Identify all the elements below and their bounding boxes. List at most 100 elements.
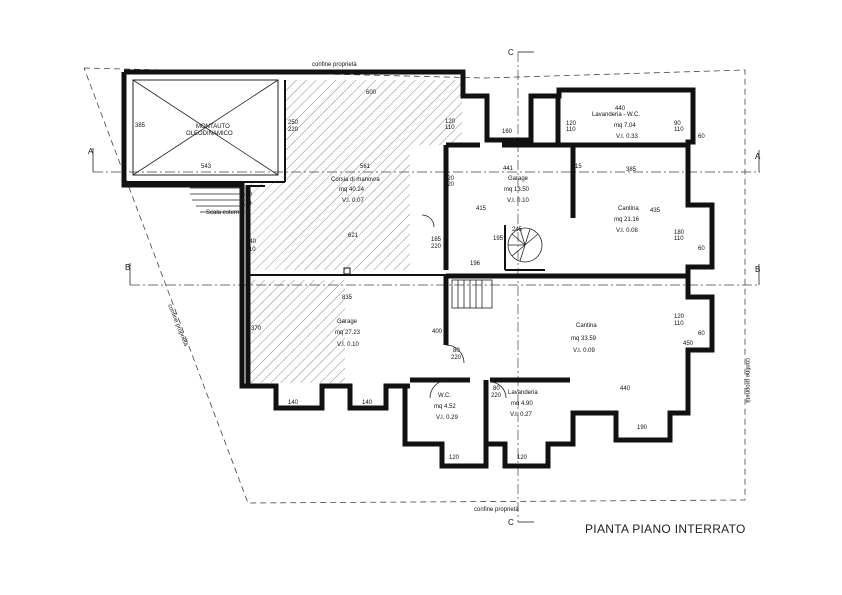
- section-c-bottom: C: [508, 518, 514, 527]
- boundary-label-bottom: confine proprietà: [474, 507, 519, 513]
- svg-text:110: 110: [674, 236, 684, 242]
- room-cantina-top: Cantina mq 21.16 V.I. 0.08: [614, 206, 640, 234]
- svg-text:110: 110: [674, 321, 684, 327]
- room-scala-esterna: Scala esterna: [206, 210, 243, 216]
- svg-text:220: 220: [451, 355, 462, 361]
- svg-text:440: 440: [615, 106, 626, 112]
- room-montauto: MONTAUTO OLEODINAMICO: [186, 124, 233, 137]
- room-lavanderia: Lavanderia mq 4.90 V.I. 0.27: [508, 390, 538, 418]
- svg-text:220: 220: [444, 176, 455, 182]
- stair-spiral: [507, 227, 543, 263]
- svg-text:Corsia di manovra: Corsia di manovra: [331, 177, 380, 183]
- room-corsia-di-manovra: Corsia di manovra mq 40.24 V.I. 0.07: [331, 177, 380, 204]
- section-b-right: B: [755, 265, 760, 274]
- svg-text:V.I. 0.33: V.I. 0.33: [616, 134, 638, 140]
- svg-text:120: 120: [674, 314, 685, 320]
- outer-walls: [121, 69, 715, 469]
- svg-text:60: 60: [698, 246, 705, 252]
- svg-text:110: 110: [242, 201, 252, 207]
- inner-walls: [124, 80, 690, 444]
- svg-text:110: 110: [566, 127, 576, 133]
- svg-text:220: 220: [288, 127, 299, 133]
- svg-text:185: 185: [431, 237, 442, 243]
- svg-text:mq 7.04: mq 7.04: [614, 123, 636, 129]
- svg-text:561: 561: [360, 164, 371, 170]
- svg-text:196: 196: [470, 261, 481, 267]
- svg-text:120: 120: [449, 455, 460, 461]
- room-garage-bottom: Garage mq 27.23 V.I. 0.10: [335, 319, 361, 348]
- svg-text:15: 15: [575, 164, 582, 170]
- svg-text:220: 220: [491, 393, 502, 399]
- hatched-areas: [248, 80, 462, 383]
- svg-text:OLEODINAMICO: OLEODINAMICO: [186, 131, 233, 137]
- svg-text:543: 543: [201, 164, 212, 170]
- svg-text:450: 450: [683, 341, 694, 347]
- svg-text:Cantina: Cantina: [576, 323, 597, 329]
- svg-text:435: 435: [650, 208, 661, 214]
- svg-text:120: 120: [445, 119, 456, 125]
- svg-text:mq 27.23: mq 27.23: [335, 330, 361, 336]
- svg-text:MONTAUTO: MONTAUTO: [196, 124, 230, 130]
- svg-text:90: 90: [674, 121, 681, 127]
- svg-text:Lavanderia: Lavanderia: [508, 390, 538, 396]
- room-cantina-bottom: Cantina mq 33.59 V.I. 0.09: [571, 323, 597, 354]
- svg-text:120: 120: [566, 121, 577, 127]
- section-b-left: B: [125, 263, 130, 272]
- svg-text:250: 250: [288, 120, 299, 126]
- svg-text:V.I. 0.09: V.I. 0.09: [573, 348, 595, 354]
- svg-text:60: 60: [698, 331, 705, 337]
- svg-text:mq 33.59: mq 33.59: [571, 336, 597, 342]
- svg-text:835: 835: [342, 295, 353, 301]
- svg-text:Garage: Garage: [337, 319, 358, 325]
- svg-text:mq 40.24: mq 40.24: [339, 187, 365, 193]
- svg-text:190: 190: [637, 425, 648, 431]
- svg-text:60: 60: [698, 134, 705, 140]
- svg-text:80: 80: [493, 386, 500, 392]
- svg-text:V.I. 0.29: V.I. 0.29: [436, 415, 458, 421]
- pillar: [343, 267, 351, 275]
- svg-text:370: 370: [251, 326, 262, 332]
- dimension-labels: 600 543 561 621 835 440 440 385 441 196 …: [135, 90, 705, 461]
- svg-text:140: 140: [288, 400, 299, 406]
- plan-title: PIANTA PIANO INTERRATO: [585, 522, 746, 536]
- room-lavanderia-wc: Lavanderia - W.C. mq 7.04 V.I. 0.33: [592, 112, 640, 140]
- svg-text:621: 621: [348, 233, 359, 239]
- room-garage-top: Garage mq 13.50 V.I. 0.10: [504, 176, 530, 204]
- stair-internal: [451, 279, 493, 309]
- svg-text:441: 441: [503, 166, 514, 172]
- svg-text:W.C.: W.C.: [438, 393, 451, 399]
- svg-text:140: 140: [246, 239, 257, 245]
- svg-text:195: 195: [493, 236, 504, 242]
- svg-text:V.I. 0.07: V.I. 0.07: [342, 198, 364, 204]
- svg-text:385: 385: [626, 167, 637, 173]
- svg-text:160: 160: [502, 129, 513, 135]
- svg-text:600: 600: [366, 90, 377, 96]
- svg-text:Garage: Garage: [508, 176, 529, 182]
- svg-text:220: 220: [444, 182, 455, 188]
- svg-text:245: 245: [512, 227, 523, 233]
- svg-text:mq 21.16: mq 21.16: [614, 217, 640, 223]
- svg-text:mq 4.52: mq 4.52: [434, 404, 456, 410]
- svg-text:mq 13.50: mq 13.50: [504, 187, 530, 193]
- svg-text:V.I. 0.10: V.I. 0.10: [337, 342, 359, 348]
- svg-text:220: 220: [431, 244, 442, 250]
- room-wc: W.C. mq 4.52 V.I. 0.29: [434, 393, 458, 421]
- svg-text:110: 110: [674, 127, 684, 133]
- svg-text:440: 440: [620, 386, 631, 392]
- svg-text:V.I. 0.08: V.I. 0.08: [616, 228, 638, 234]
- svg-text:110: 110: [246, 247, 256, 253]
- boundary-label-top: confine proprietà: [312, 62, 357, 68]
- svg-text:Cantina: Cantina: [618, 206, 639, 212]
- svg-text:Lavanderia - W.C.: Lavanderia - W.C.: [592, 112, 640, 118]
- svg-text:120: 120: [517, 455, 528, 461]
- section-a-right: A: [755, 152, 761, 161]
- section-a-left: A: [88, 147, 94, 156]
- svg-text:V.I. 0.27: V.I. 0.27: [510, 412, 532, 418]
- door-swings: [421, 214, 507, 399]
- section-c-top: C: [508, 48, 514, 57]
- svg-text:120: 120: [242, 192, 253, 198]
- stair-external: [190, 187, 245, 240]
- svg-text:415: 415: [476, 206, 487, 212]
- svg-text:mq 4.90: mq 4.90: [511, 401, 533, 407]
